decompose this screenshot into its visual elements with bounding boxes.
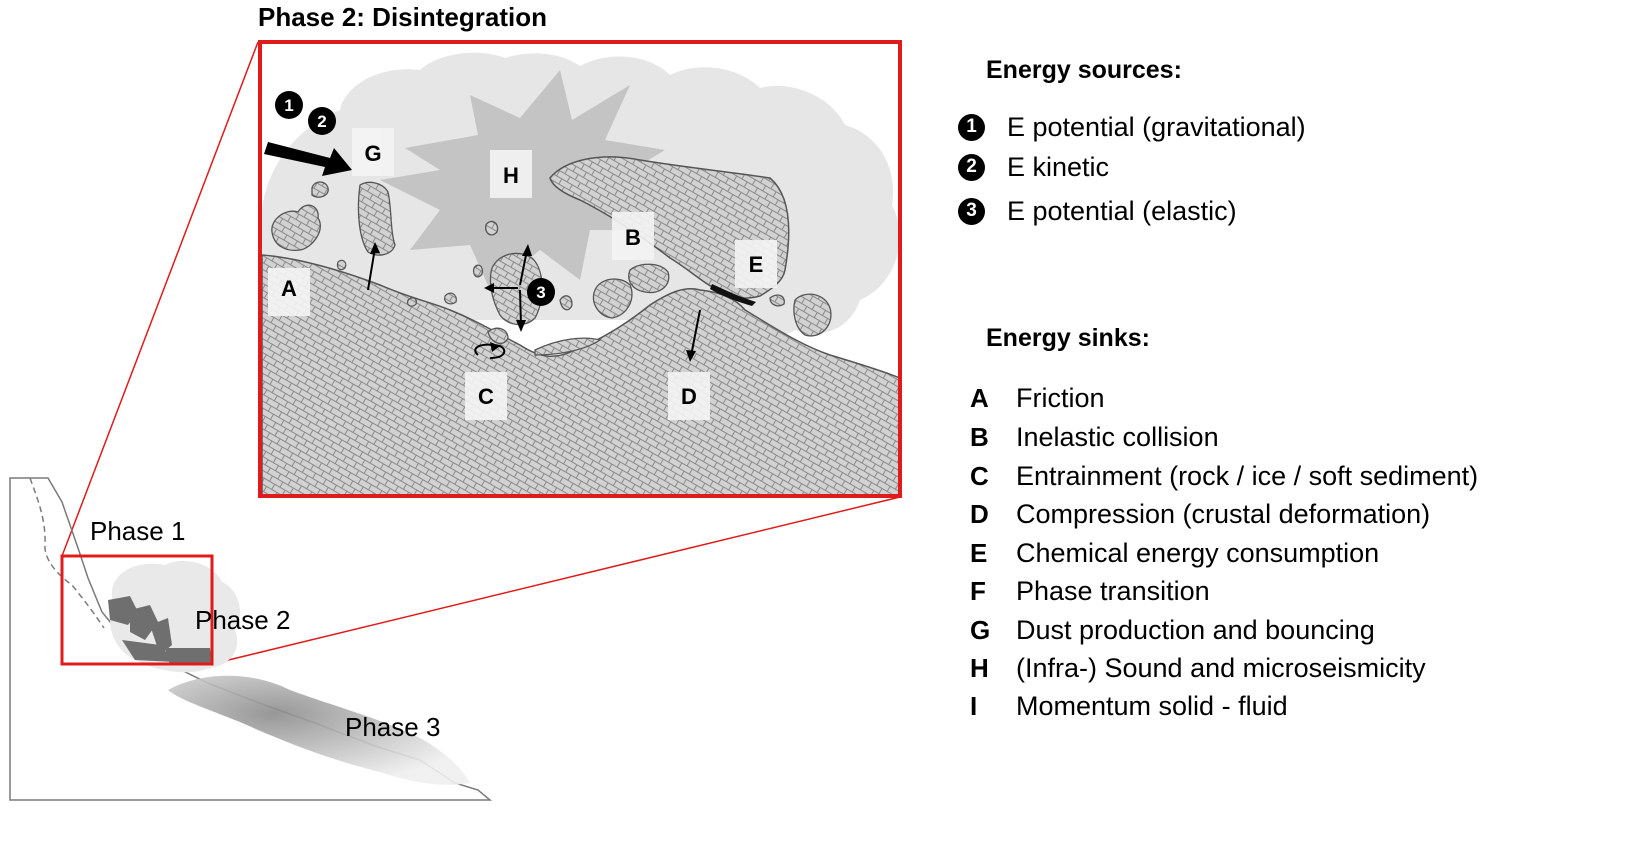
sink-label: (Infra-) Sound and microseismicity: [1016, 652, 1426, 683]
source-item: 2 E kinetic: [958, 150, 1109, 184]
sink-item: E Chemical energy consumption: [970, 536, 1379, 570]
fragment: [472, 264, 484, 278]
zone-label-H: H: [503, 163, 519, 188]
zone-label-C: C: [478, 384, 494, 409]
fragment: [311, 181, 329, 198]
sink-code: G: [970, 614, 991, 645]
fragment: [487, 327, 509, 344]
zone-label-backgrounds: [268, 128, 777, 420]
sink-code: H: [970, 652, 989, 683]
fragment: [559, 295, 573, 311]
sink-item: I Momentum solid - fluid: [970, 689, 1288, 723]
sink-code: D: [970, 498, 989, 529]
zoom-region-box: [60, 554, 214, 666]
sink-item: A Friction: [970, 381, 1105, 415]
phase1-label: Phase 1: [90, 516, 185, 546]
fragment: [592, 278, 633, 319]
zoom-connector-bottom: [211, 496, 901, 665]
fragment: [336, 259, 347, 271]
source-badge: 2: [958, 153, 985, 181]
svg-text:1: 1: [284, 96, 293, 115]
source-marker-2: 2: [308, 107, 336, 135]
source-marker-3: 3: [527, 278, 555, 306]
source-label: E kinetic: [1007, 151, 1110, 182]
zoom-panel: G H B E A C D 1 2 3: [258, 40, 902, 498]
zoom-connector-top: [61, 41, 259, 557]
sink-code: I: [970, 690, 978, 721]
original-profile-dashed: [29, 477, 105, 629]
sink-label: Friction: [1016, 382, 1105, 413]
sink-code: A: [970, 382, 989, 413]
fragment: [485, 220, 499, 236]
fragment: [769, 294, 785, 307]
sink-label: Inelastic collision: [1016, 421, 1219, 452]
zoom-panel-title: Phase 2: Disintegration: [258, 2, 547, 32]
phase3-deposit: [168, 675, 470, 785]
zone-label-E: E: [749, 252, 764, 277]
fragment: [407, 297, 417, 307]
sink-label: Compression (crustal deformation): [1016, 498, 1431, 529]
sink-code: C: [970, 460, 989, 491]
friction-band: [710, 284, 756, 306]
sink-label: Phase transition: [1016, 575, 1210, 606]
phase3-label: Phase 3: [345, 712, 440, 742]
fragment: [444, 292, 457, 305]
energy-sources-title: Energy sources:: [986, 56, 1182, 84]
sink-label: Entrainment (rock / ice / soft sediment): [1016, 460, 1479, 491]
sink-item: B Inelastic collision: [970, 420, 1219, 454]
fragment: [628, 263, 670, 294]
sink-label: Chemical energy consumption: [1016, 537, 1380, 568]
sink-item: G Dust production and bouncing: [970, 613, 1375, 647]
zone-label-G: G: [364, 141, 381, 166]
ground-surface: [261, 254, 900, 496]
incoming-flow-arrow: [264, 142, 352, 176]
zone-label-B: B: [625, 225, 641, 250]
sink-label: Momentum solid - fluid: [1016, 690, 1288, 721]
svg-text:2: 2: [317, 112, 326, 131]
fragment: [271, 204, 321, 252]
sink-code: F: [970, 575, 986, 606]
zone-label-D: D: [681, 384, 697, 409]
energy-sinks-title: Energy sinks:: [986, 324, 1150, 352]
source-badge: 3: [958, 197, 985, 225]
zoom-panel-frame: [258, 40, 902, 498]
source-item: 1 E potential (gravitational): [958, 110, 1306, 144]
sink-item: H (Infra-) Sound and microseismicity: [970, 651, 1426, 685]
source-label: E potential (gravitational): [1007, 111, 1306, 142]
overview-slope: Phase 1 Phase 2 Phase 3: [9, 477, 493, 801]
source-marker-1: 1: [275, 91, 303, 119]
source-item: 3 E potential (elastic): [958, 194, 1237, 228]
source-badge: 1: [958, 113, 985, 141]
sink-item: C Entrainment (rock / ice / soft sediment…: [970, 459, 1478, 493]
fragment: [534, 337, 602, 356]
phase2-debris: [108, 596, 212, 665]
sink-item: D Compression (crustal deformation): [970, 497, 1430, 531]
force-arrows: [264, 142, 701, 362]
sink-item: F Phase transition: [970, 574, 1210, 608]
fragment: [793, 293, 832, 337]
sink-code: E: [970, 537, 988, 568]
sink-code: B: [970, 421, 989, 452]
sink-label: Dust production and bouncing: [1016, 614, 1375, 645]
zone-label-A: A: [281, 276, 297, 301]
svg-text:3: 3: [536, 283, 545, 302]
fragment: [357, 181, 396, 256]
phase2-label: Phase 2: [195, 605, 290, 635]
source-label: E potential (elastic): [1007, 195, 1237, 226]
